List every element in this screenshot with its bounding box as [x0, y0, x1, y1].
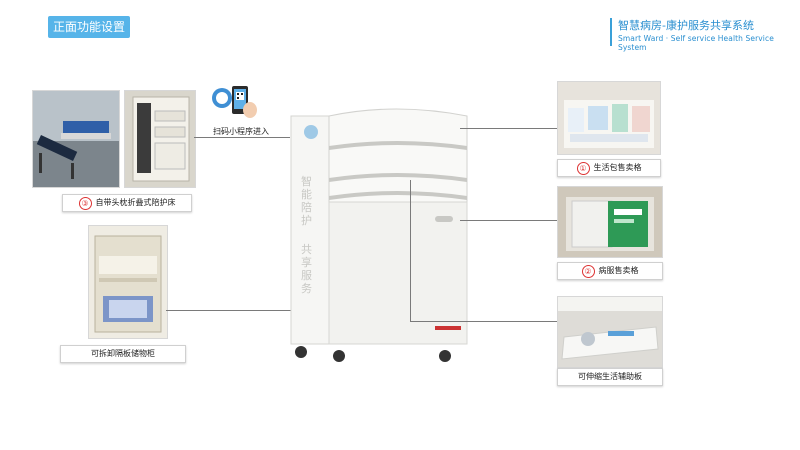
daily-goods-caption: ① 生活包售卖格: [557, 159, 661, 177]
storage-cabinet-photo: [88, 225, 168, 339]
daily-goods-number-badge: ①: [576, 161, 590, 175]
aux-board-photo: [557, 296, 663, 368]
bed-connector-line: [194, 137, 290, 138]
system-name-cn: 智慧病房-康护服务共享系统: [618, 19, 754, 32]
daily-goods-compartment-photo: [557, 81, 661, 155]
brand-accent-bar: [610, 18, 612, 46]
patient-clothes-number-badge: ②: [581, 264, 595, 278]
device-side-text-top: 智能陪护: [301, 175, 312, 227]
patient-clothes-caption: ② 病服售卖格: [557, 262, 663, 280]
aux-board-connector-h: [410, 321, 557, 322]
aux-board-caption-label: 可伸缩生活辅助板: [578, 372, 642, 381]
daily-goods-caption-label: 生活包售卖格: [593, 163, 642, 172]
cabinet-caption: 可拆卸隔板储物柜: [60, 345, 186, 363]
bed-number-badge: ③: [78, 196, 92, 210]
bedside-cabinet-with-bed-photo: [124, 90, 196, 188]
device-side-text-bottom: 共享服务: [301, 243, 312, 295]
aux-board-caption: 可伸缩生活辅助板: [557, 368, 663, 386]
patient-clothes-connector-line: [460, 220, 557, 221]
bed-caption-label: 自带头枕折叠式陪护床: [95, 198, 176, 207]
cabinet-caption-label: 可拆卸隔板储物柜: [91, 349, 155, 358]
patient-clothes-compartment-photo: [557, 186, 663, 258]
qr-entry-label: 扫码小程序进入: [213, 127, 269, 136]
patient-clothes-caption-label: 病服售卖格: [598, 266, 639, 275]
system-name-en: Smart Ward · Self service Health Service…: [618, 34, 774, 52]
aux-board-connector-v: [410, 180, 411, 322]
phone-qr-icon: [210, 80, 258, 122]
folding-bed-photo: [32, 90, 120, 188]
smart-ward-device: [285, 100, 475, 368]
bed-caption: ③ 自带头枕折叠式陪护床: [62, 194, 192, 212]
daily-goods-connector-line: [460, 128, 557, 129]
section-title-tag: 正面功能设置: [48, 16, 130, 38]
cabinet-connector-line: [166, 310, 338, 311]
